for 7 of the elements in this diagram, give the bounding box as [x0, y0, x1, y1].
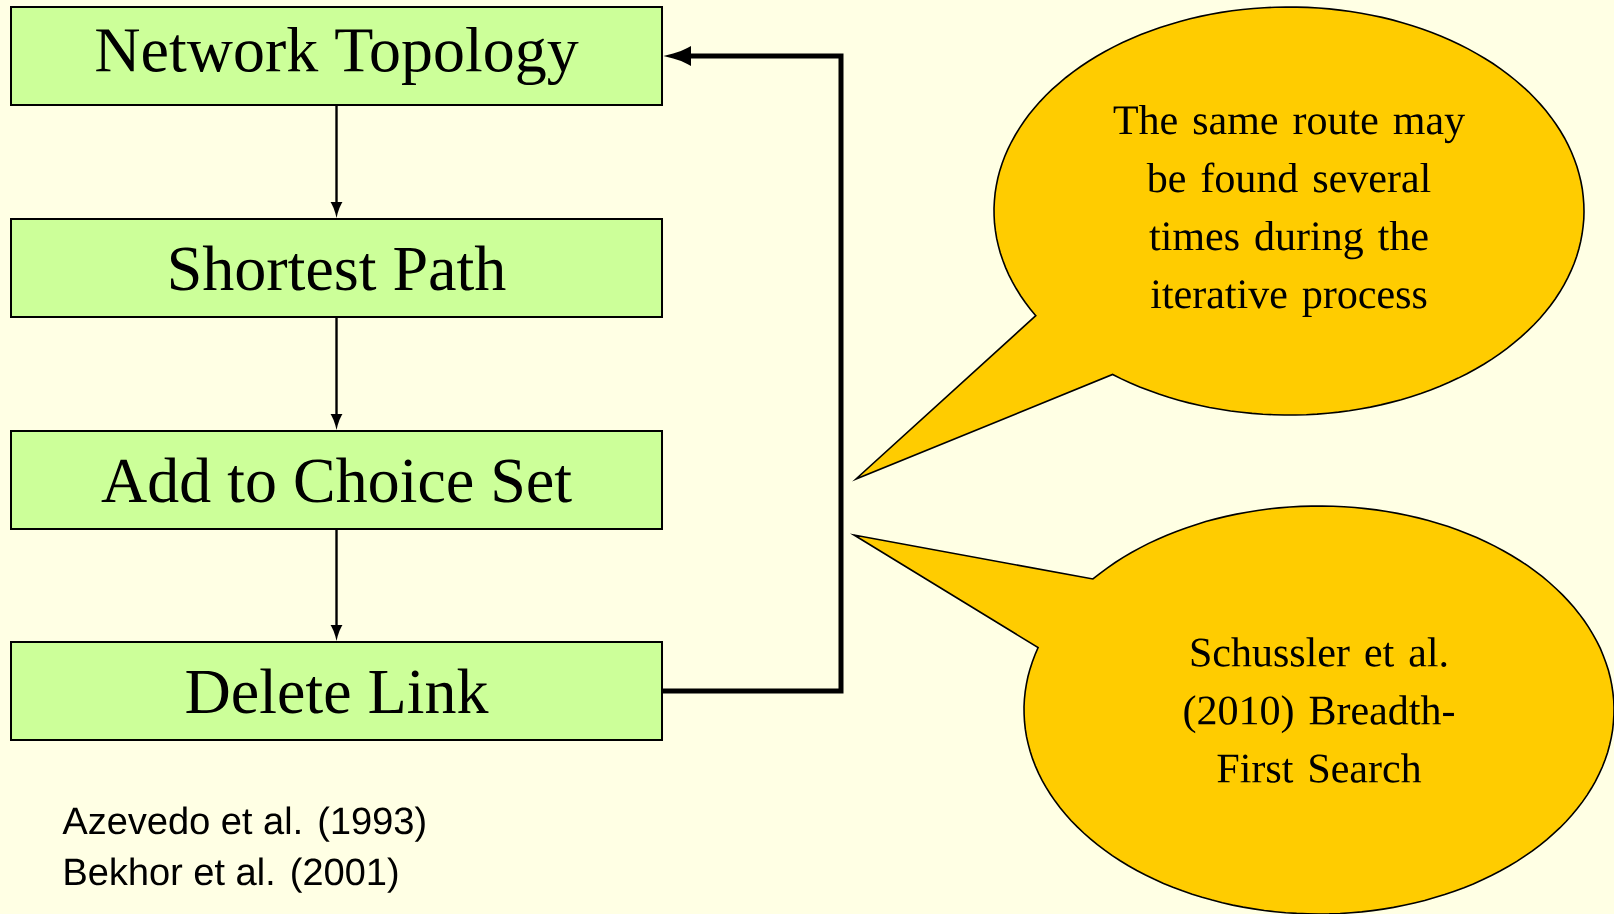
citation: Azevedo et al. (1993) — [62, 806, 425, 842]
process-box: Delete Link — [10, 641, 663, 741]
process-box: Shortest Path — [10, 218, 663, 318]
feedback-arrow — [663, 47, 844, 694]
process-box: Network Topology — [10, 6, 663, 106]
citation: Bekhor et al. (2001) — [65, 857, 398, 893]
process-box: Add to Choice Set — [10, 430, 663, 530]
